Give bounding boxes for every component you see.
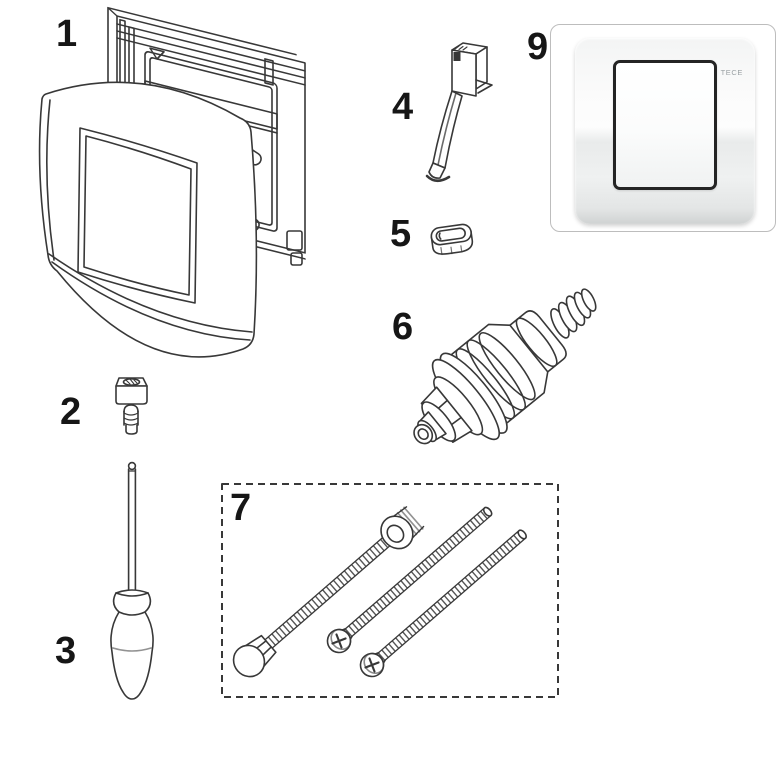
part-label-7: 7: [230, 487, 252, 529]
screw-phillips-1: [326, 506, 493, 654]
flush-button-photo: [613, 60, 717, 190]
flush-plate-photo: TECE: [575, 38, 755, 224]
part-label-3: 3: [55, 630, 77, 672]
part-label-4: 4: [392, 86, 414, 128]
screw-dome-cap: [232, 501, 431, 678]
part-label-6: 6: [392, 306, 414, 348]
part-label-5: 5: [390, 213, 412, 255]
screw-phillips-2: [359, 529, 527, 678]
brand-logo-text: TECE: [720, 68, 743, 77]
screwdriver-drawing: [110, 461, 154, 700]
mounting-screws-set-drawing: [221, 483, 559, 698]
dashed-kit-box: [221, 483, 559, 698]
nut-and-screw-drawing: [115, 377, 148, 435]
spring-clip-drawing: [425, 42, 493, 183]
part-label-2: 2: [60, 391, 82, 433]
valve-cartridge-drawing: [413, 288, 597, 445]
product-photo-frame: TECE: [550, 24, 776, 232]
part-label-9: 9: [527, 26, 549, 68]
flush-plate-cover-drawing: [38, 81, 258, 358]
oval-bushing-drawing: [430, 223, 474, 256]
part-label-1: 1: [56, 13, 78, 55]
